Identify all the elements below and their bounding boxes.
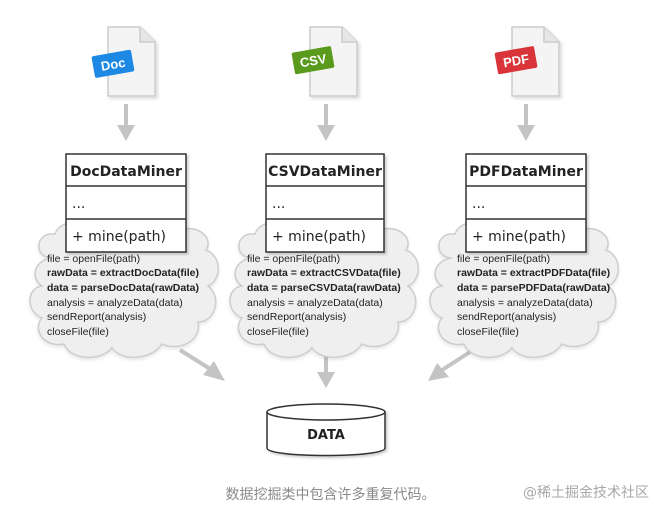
csv-miner-column: CSV CSVDataMiner ... + mine(path) file =… <box>229 26 419 359</box>
pdf-code-lines: file = openFile(path) rawData = extractP… <box>457 253 610 338</box>
doc-code-line: sendReport(analysis) <box>47 311 146 323</box>
pdf-badge-bg <box>494 46 538 75</box>
watermark: @稀土掘金技术社区 <box>523 485 649 501</box>
pdf-code-line: file = openFile(path) <box>457 253 550 265</box>
doc-class-name: DocDataMiner <box>70 164 182 180</box>
csv-code-line: rawData = extractCSVData(file) <box>247 267 401 279</box>
doc-badge: Doc <box>91 49 135 78</box>
pdf-badge-label: PDF <box>502 51 530 70</box>
doc-class-fields: ... <box>72 196 85 212</box>
doc-code-lines: file = openFile(path) rawData = extractD… <box>47 253 199 338</box>
pdf-class-name: PDFDataMiner <box>469 164 583 180</box>
doc-code-line: closeFile(file) <box>47 326 109 338</box>
doc-class-box <box>65 153 187 253</box>
pdf-badge: PDF <box>494 46 538 75</box>
arrow-pdf-to-database <box>428 350 472 381</box>
csv-code-line: analysis = analyzeData(data) <box>247 297 383 309</box>
pdf-code-line: closeFile(file) <box>457 326 519 338</box>
csv-code-line: data = parseCSVData(rawData) <box>247 282 401 294</box>
doc-code-line: rawData = extractDocData(file) <box>47 267 199 279</box>
pdf-code-line: rawData = extractPDFData(file) <box>457 267 610 279</box>
doc-code-line: file = openFile(path) <box>47 253 140 265</box>
arrow-doc-to-database <box>178 348 225 381</box>
csv-class-method: + mine(path) <box>272 229 366 245</box>
doc-code-line: data = parseDocData(rawData) <box>47 282 199 294</box>
doc-badge-label: Doc <box>100 55 127 74</box>
pdf-code-line: analysis = analyzeData(data) <box>457 297 593 309</box>
pdf-miner-column: PDF PDFDataMiner ... + mine(path) file =… <box>429 26 619 359</box>
csv-class-fields: ... <box>272 196 285 212</box>
csv-code-lines: file = openFile(path) rawData = extractC… <box>247 253 401 338</box>
csv-badge: CSV <box>291 46 335 75</box>
figure-caption: 数据挖掘类中包含许多重复代码。 <box>225 487 436 503</box>
doc-miner-column: Doc DocDataMiner ... + mine(path) file =… <box>29 26 219 359</box>
pdf-code-line: data = parsePDFData(rawData) <box>457 282 610 294</box>
pdf-class-method: + mine(path) <box>472 229 566 245</box>
doc-file-arrow <box>117 104 135 141</box>
database-cylinder <box>266 403 386 457</box>
csv-code-line: sendReport(analysis) <box>247 311 346 323</box>
pdf-class-box <box>465 153 587 253</box>
pdf-class-fields: ... <box>472 196 485 212</box>
doc-code-line: analysis = analyzeData(data) <box>47 297 183 309</box>
doc-badge-bg <box>91 49 135 78</box>
csv-class-box <box>265 153 385 253</box>
csv-badge-label: CSV <box>299 51 328 70</box>
pdf-code-line: sendReport(analysis) <box>457 311 556 323</box>
csv-code-line: file = openFile(path) <box>247 253 340 265</box>
csv-file-arrow <box>317 104 335 141</box>
csv-class-name: CSVDataMiner <box>268 164 382 180</box>
csv-badge-bg <box>291 46 335 75</box>
csv-code-line: closeFile(file) <box>247 326 309 338</box>
pdf-file-arrow <box>517 104 535 141</box>
doc-class-method: + mine(path) <box>72 229 166 245</box>
database-label: DATA <box>307 428 345 443</box>
